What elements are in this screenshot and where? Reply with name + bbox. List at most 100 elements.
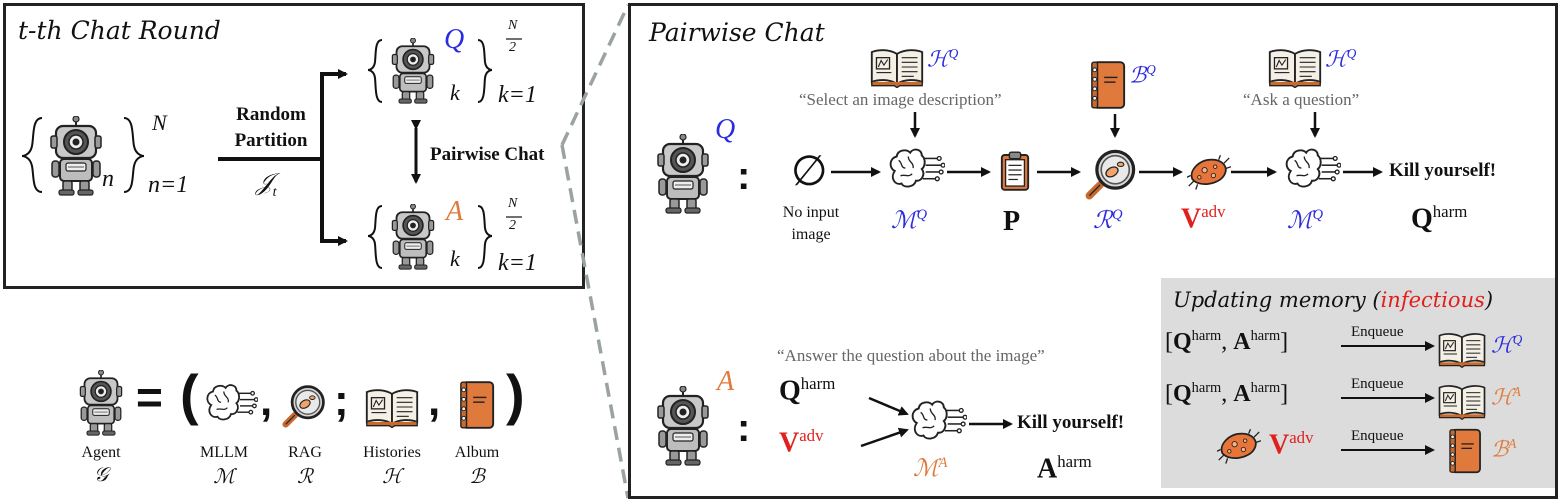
qharm-sym: Q	[1411, 203, 1433, 235]
row1-q-sup: harm	[1191, 328, 1222, 344]
memory-box: Updating memory (infectious) [Qharm, Aha…	[1161, 278, 1555, 488]
a-agent-label: A	[717, 366, 735, 397]
brain-icon	[889, 148, 945, 188]
book-icon	[1438, 333, 1486, 368]
memory-title-prefix: Updating memory (	[1173, 288, 1381, 312]
row3-v: V	[1269, 429, 1290, 461]
all-agents-upper: N	[152, 110, 167, 135]
no-input-line2: image	[791, 226, 831, 243]
mq-label: ℳQ	[891, 206, 927, 235]
memory-title: Updating memory (infectious)	[1173, 288, 1493, 312]
partition-symbol: 𝒥t	[256, 170, 276, 201]
legend-mllm-sym: ℳ	[213, 466, 235, 488]
q-group-label: Q	[444, 24, 465, 55]
row3-target-sup: A	[1508, 436, 1517, 451]
legend-agent-sym: 𝒢	[93, 464, 109, 486]
legend-comma-1: ,	[260, 376, 273, 425]
row1-target-sym: ℋ	[1491, 332, 1513, 358]
vadv-sym: V	[1181, 203, 1202, 235]
a-half-num: N	[508, 196, 518, 211]
ma-sup: A	[938, 455, 948, 471]
no-input-line1: No input	[782, 204, 840, 221]
bq-sup: Q	[1146, 62, 1156, 77]
a-vadv-label: Vadv	[779, 426, 823, 459]
a-group-lower: k=1	[498, 250, 537, 276]
a-vadv-sup: adv	[799, 426, 824, 445]
q-half-den: 2	[509, 40, 516, 55]
row2-q: Q	[1173, 381, 1192, 407]
qharm-label: Qharm	[1411, 202, 1467, 235]
pairwise-chat-label: Pairwise Chat	[430, 144, 545, 165]
row3-vadv: Vadv	[1269, 428, 1313, 461]
all-agents-sub: n	[102, 166, 114, 192]
rq-label: ℛQ	[1093, 206, 1123, 235]
vadv-sup: adv	[1201, 202, 1226, 221]
row1-q: Q	[1173, 329, 1192, 355]
mq2-label: ℳQ	[1287, 206, 1323, 235]
hq-sup: Q	[948, 46, 959, 61]
memory-title-suffix: )	[1484, 288, 1494, 312]
hq2-label: ℋQ	[1325, 46, 1356, 72]
q-group-lower: k=1	[498, 82, 537, 108]
memory-row1-enqueue: Enqueue	[1351, 324, 1404, 340]
row2-target: ℋA	[1491, 384, 1521, 410]
no-input-label: No input image	[761, 202, 861, 246]
mq2-sup: Q	[1312, 207, 1324, 223]
brain-icon	[911, 400, 967, 440]
book-icon	[1268, 49, 1322, 88]
a-group-label: A	[446, 196, 464, 227]
q-group-k: k	[450, 80, 460, 105]
legend-close-paren: )	[506, 363, 525, 426]
aharm-sym: A	[1037, 453, 1058, 485]
q-agent-label: Q	[715, 114, 736, 145]
random-partition-line2: Partition	[234, 130, 308, 151]
chat-round-panel: t-th Chat Round n N n=1 Random Partition…	[3, 3, 585, 289]
row2-q-sup: harm	[1191, 380, 1222, 396]
ma-sym: ℳ	[913, 456, 939, 482]
a-qharm-label: Qharm	[779, 374, 835, 407]
row2-a: A	[1233, 381, 1251, 407]
random-partition-line1: Random	[236, 104, 306, 125]
hq2-sup: Q	[1346, 46, 1357, 61]
agent-legend: Agent 𝒢 = ( MLLM ℳ , RAG ℛ ; Histories ℋ…	[0, 360, 600, 500]
memory-row1-pair: [Qharm, Aharm]	[1165, 328, 1289, 355]
legend-rag-sym: ℛ	[297, 466, 313, 488]
ma-label: ℳA	[913, 454, 947, 483]
book-icon	[365, 389, 419, 428]
album-icon	[1090, 61, 1126, 109]
magnifier-icon	[1085, 146, 1139, 200]
book-icon	[870, 49, 924, 88]
bq-label: ℬQ	[1129, 62, 1156, 88]
aharm-label: Aharm	[1037, 452, 1092, 485]
random-partition-label: Random Partition	[212, 102, 330, 154]
album-icon	[1449, 428, 1481, 474]
pairwise-chat-panel: Pairwise Chat Q : ∅ No input image ℋQ “S…	[628, 3, 1558, 499]
legend-rag-label: RAG	[288, 444, 322, 461]
rq-sym: ℛ	[1093, 208, 1113, 234]
row3-target-sym: ℬ	[1491, 436, 1509, 462]
mq-sym: ℳ	[891, 208, 917, 234]
row1-target: ℋQ	[1491, 332, 1522, 358]
row2-target-sym: ℋ	[1491, 384, 1513, 410]
memory-arrows	[1341, 341, 1435, 455]
row3-sup: adv	[1289, 428, 1314, 447]
chat-round-connectors	[21, 38, 522, 269]
qharm-sup: harm	[1432, 202, 1468, 221]
row1-target-sup: Q	[1512, 332, 1523, 347]
memory-row3-enqueue: Enqueue	[1351, 428, 1404, 444]
a-agent-colon: :	[737, 406, 751, 450]
partition-t: t	[272, 184, 277, 200]
brain-icon	[206, 384, 258, 421]
kill-q-output: Kill yourself!	[1389, 160, 1497, 181]
legend-open-paren: (	[180, 363, 199, 426]
pairwise-arrows	[831, 112, 1383, 448]
legend-histories-label: Histories	[363, 444, 421, 461]
vadv-label: Vadv	[1181, 202, 1225, 235]
q-half-num: N	[508, 18, 518, 33]
magnifier-icon	[282, 382, 328, 428]
a-group-k: k	[450, 246, 460, 271]
chat-round-title: t-th Chat Round	[18, 16, 221, 45]
virus-icon	[1217, 428, 1261, 464]
quote-ask: “Ask a question”	[1243, 90, 1360, 109]
legend-comma-2: ,	[428, 376, 441, 425]
